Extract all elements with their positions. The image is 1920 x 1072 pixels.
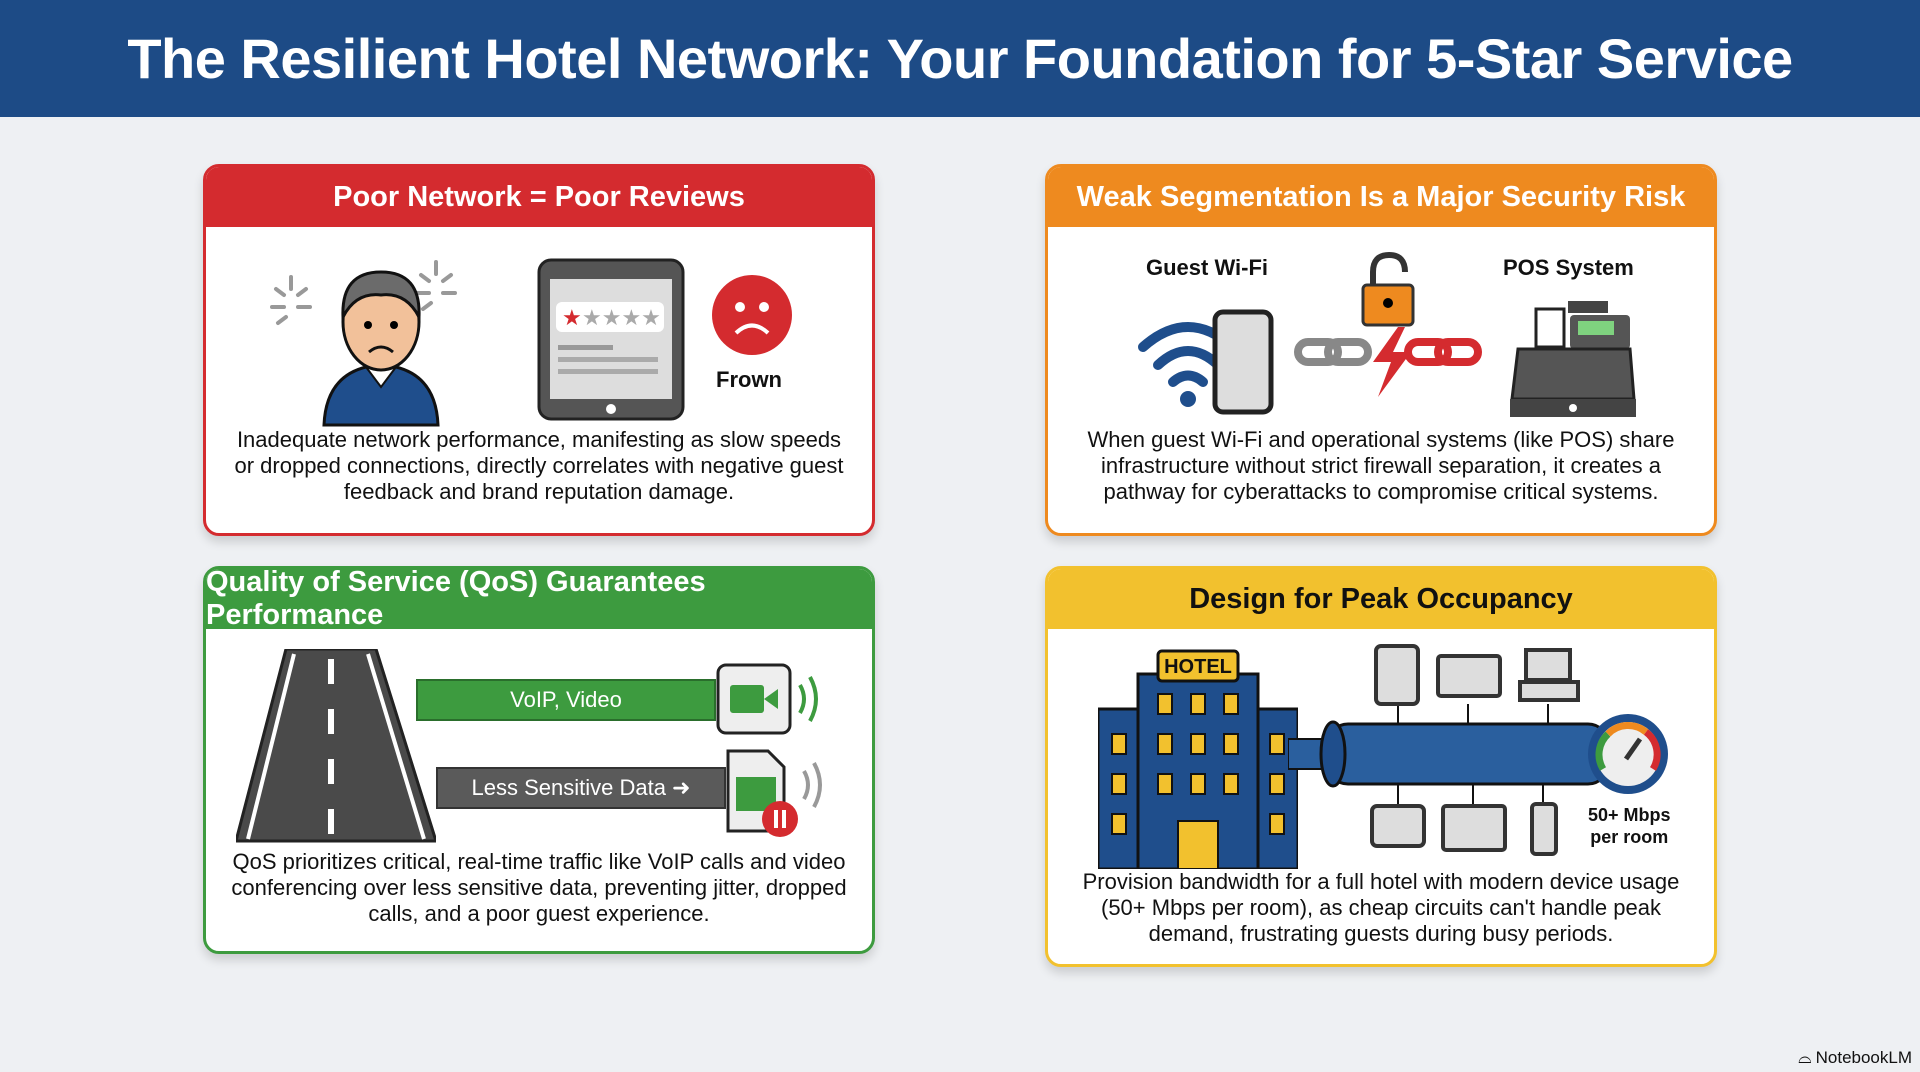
card-description: QoS prioritizes critical, real-time traf… xyxy=(231,849,847,926)
frustrated-guest-icon xyxy=(270,260,457,427)
card-description: When guest Wi-Fi and operational systems… xyxy=(1087,427,1675,504)
low-priority-lane-bar: Less Sensitive Data ➜ xyxy=(436,767,726,809)
notebooklm-badge: ⌓NotebookLM xyxy=(1798,1048,1912,1068)
tablet-review-icon: ★★★★★ xyxy=(537,258,685,421)
notebooklm-logo-icon: ⌓ xyxy=(1798,1048,1812,1067)
card-title: Design for Peak Occupancy xyxy=(1048,569,1714,629)
cash-register-icon xyxy=(1510,301,1636,417)
bandwidth-pipe-devices-icon xyxy=(1288,644,1668,856)
broken-chain-lock-icon xyxy=(1294,251,1482,397)
speed-unit: per room xyxy=(1590,827,1669,847)
card-segmentation: Weak Segmentation Is a Major Security Ri… xyxy=(1045,164,1717,536)
speed-value: 50+ Mbps xyxy=(1588,805,1671,825)
card-title: Quality of Service (QoS) Guarantees Perf… xyxy=(206,569,872,631)
card-title: Weak Segmentation Is a Major Security Ri… xyxy=(1048,167,1714,227)
wifi-phone-icon xyxy=(1138,309,1274,415)
svg-text:★: ★ xyxy=(562,305,582,330)
card-description: Inadequate network performance, manifest… xyxy=(234,427,844,504)
card-poor-reviews: Poor Network = Poor Reviews ★★★★★ Frown … xyxy=(203,164,875,536)
video-camera-icon xyxy=(716,663,818,735)
svg-text:★★★★: ★★★★ xyxy=(582,305,661,330)
paused-document-icon xyxy=(726,749,822,837)
road-icon xyxy=(236,649,436,843)
hotel-sign: HOTEL xyxy=(1164,656,1232,678)
frown-label: Frown xyxy=(716,367,782,392)
priority-lane-bar: VoIP, Video xyxy=(416,679,716,721)
page-title: The Resilient Hotel Network: Your Founda… xyxy=(127,27,1793,90)
header: The Resilient Hotel Network: Your Founda… xyxy=(0,0,1920,117)
card-title: Poor Network = Poor Reviews xyxy=(206,167,872,227)
less-sensitive-data-label: Less Sensitive Data xyxy=(471,775,666,800)
hotel-building-icon: HOTEL xyxy=(1098,649,1298,869)
pos-system-label: POS System xyxy=(1503,255,1634,280)
card-description: Provision bandwidth for a full hotel wit… xyxy=(1082,869,1680,946)
card-peak-occupancy: Design for Peak Occupancy HOTEL 50+ Mbps… xyxy=(1045,566,1717,967)
card-qos: Quality of Service (QoS) Guarantees Perf… xyxy=(203,566,875,954)
brand-label: NotebookLM xyxy=(1815,1048,1912,1067)
frown-face-icon xyxy=(712,275,792,355)
voip-video-label: VoIP, Video xyxy=(510,687,622,712)
guest-wifi-label: Guest Wi-Fi xyxy=(1146,255,1269,280)
